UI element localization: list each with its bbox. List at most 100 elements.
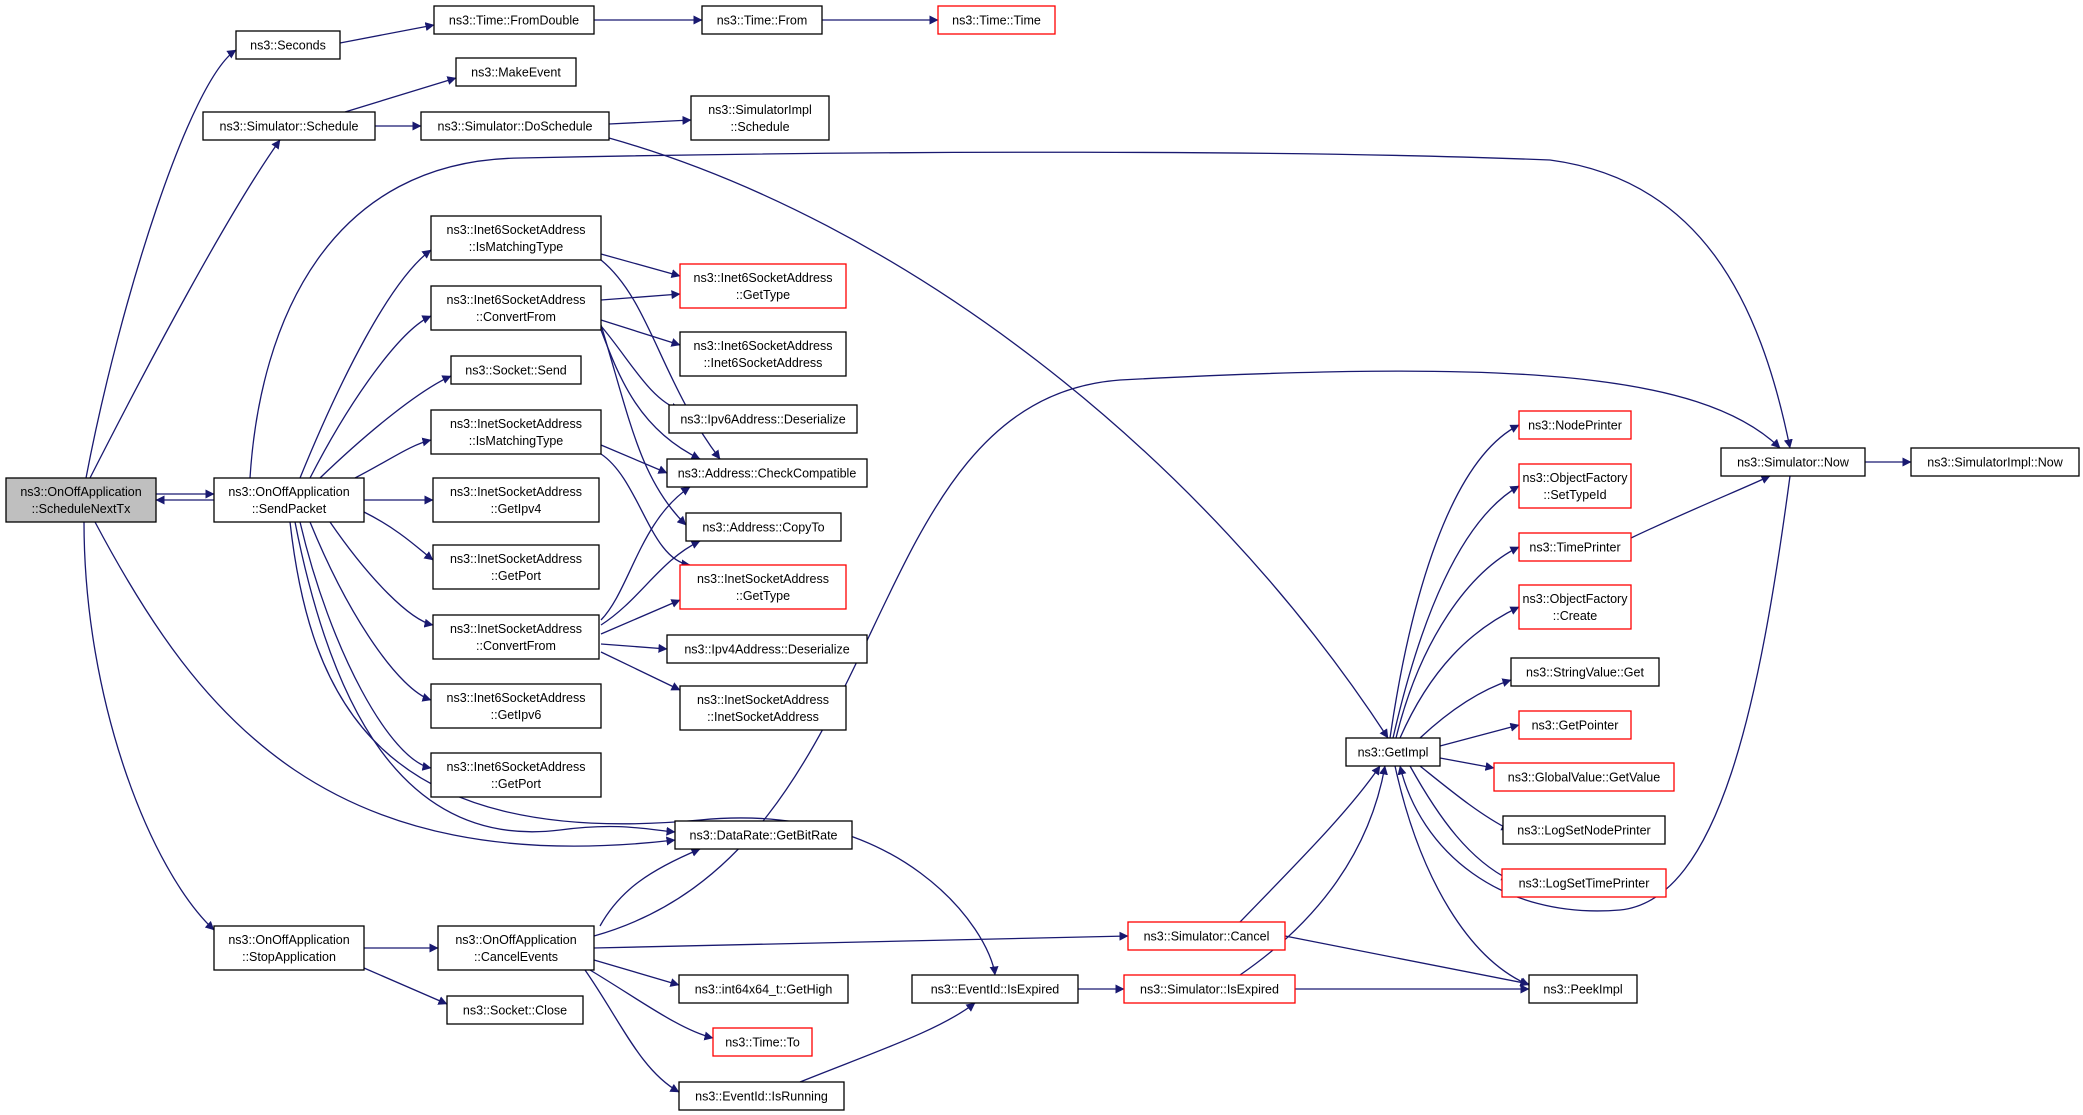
node-i6GetType[interactable]: ns3::Inet6SocketAddress::GetType	[679, 263, 847, 309]
node-box	[432, 614, 600, 660]
node-label: ns3::GlobalValue::GetValue	[1508, 771, 1660, 785]
edge-sendPacket-to-iGetPort	[363, 511, 434, 561]
edge-cancelEvents-to-getHigh	[593, 959, 680, 987]
node-box	[430, 409, 602, 455]
node-getHigh[interactable]: ns3::int64x64_t::GetHigh	[678, 974, 849, 1004]
node-label: ::GetType	[736, 589, 790, 603]
node-fromDouble[interactable]: ns3::Time::FromDouble	[433, 5, 595, 35]
node-label: ns3::SimulatorImpl	[708, 103, 812, 117]
node-ofSetTypeId[interactable]: ns3::ObjectFactory::SetTypeId	[1518, 463, 1632, 509]
node-i6ConvertFrom[interactable]: ns3::Inet6SocketAddress::ConvertFrom	[430, 285, 602, 331]
node-i6GetIpv6[interactable]: ns3::Inet6SocketAddress::GetIpv6	[430, 683, 602, 729]
node-getBitRate[interactable]: ns3::DataRate::GetBitRate	[674, 820, 853, 850]
node-checkCompat[interactable]: ns3::Address::CheckCompatible	[666, 458, 868, 488]
node-iIsMatching[interactable]: ns3::InetSocketAddress::IsMatchingType	[430, 409, 602, 455]
node-timePrinter[interactable]: ns3::TimePrinter	[1518, 532, 1632, 562]
node-label: ::CancelEvents	[474, 950, 558, 964]
node-iConvertFrom[interactable]: ns3::InetSocketAddress::ConvertFrom	[432, 614, 600, 660]
node-timeTime[interactable]: ns3::Time::Time	[937, 5, 1056, 35]
node-schedNextTx[interactable]: ns3::OnOffApplication::ScheduleNextTx	[5, 477, 157, 523]
node-box	[678, 974, 849, 1004]
node-label: ns3::InetSocketAddress	[450, 552, 582, 566]
node-label: ns3::PeekImpl	[1543, 983, 1622, 997]
node-implSchedule[interactable]: ns3::SimulatorImpl::Schedule	[690, 95, 830, 141]
node-implNow[interactable]: ns3::SimulatorImpl::Now	[1910, 447, 2080, 477]
node-label: ns3::OnOffApplication	[20, 485, 141, 499]
node-isRunning[interactable]: ns3::EventId::IsRunning	[678, 1081, 845, 1111]
edge-simIsExpired-to-getImpl	[1239, 765, 1388, 976]
edge-cancelEvents-to-getBitRate	[599, 848, 701, 927]
edge-getImpl-to-logSetNode	[1419, 765, 1511, 831]
node-label: ns3::Inet6SocketAddress	[447, 293, 586, 307]
node-globalGetValue[interactable]: ns3::GlobalValue::GetValue	[1493, 762, 1675, 792]
node-label: ::ConvertFrom	[476, 310, 556, 324]
edge-getImpl-to-nodePrinter	[1389, 424, 1520, 739]
node-iGetPort[interactable]: ns3::InetSocketAddress::GetPort	[432, 544, 600, 590]
node-i6GetPort[interactable]: ns3::Inet6SocketAddress::GetPort	[430, 752, 602, 798]
node-socketClose[interactable]: ns3::Socket::Close	[446, 995, 584, 1025]
node-nodePrinter[interactable]: ns3::NodePrinter	[1518, 410, 1632, 440]
node-simNow[interactable]: ns3::Simulator::Now	[1720, 447, 1866, 477]
node-label: ns3::StringValue::Get	[1526, 666, 1644, 680]
node-seconds[interactable]: ns3::Seconds	[235, 30, 341, 60]
node-makeEvent[interactable]: ns3::MakeEvent	[455, 57, 577, 87]
node-i6Ctor[interactable]: ns3::Inet6SocketAddress::Inet6SocketAddr…	[679, 331, 847, 377]
node-box	[1493, 762, 1675, 792]
node-cancelEvents[interactable]: ns3::OnOffApplication::CancelEvents	[437, 925, 595, 971]
node-logSetNode[interactable]: ns3::LogSetNodePrinter	[1502, 815, 1666, 845]
node-timeTo[interactable]: ns3::Time::To	[712, 1027, 813, 1057]
node-ipv4Deser[interactable]: ns3::Ipv4Address::Deserialize	[666, 634, 868, 664]
node-peekImpl[interactable]: ns3::PeekImpl	[1528, 974, 1638, 1004]
node-logSetTime[interactable]: ns3::LogSetTimePrinter	[1501, 868, 1667, 898]
node-box	[455, 57, 577, 87]
edge-getImpl-to-timePrinter	[1395, 546, 1520, 739]
node-stringGet[interactable]: ns3::StringValue::Get	[1510, 657, 1660, 687]
node-label: ns3::Simulator::Schedule	[220, 120, 359, 134]
node-ofCreate[interactable]: ns3::ObjectFactory::Create	[1518, 584, 1632, 630]
edge-iIsMatching-to-iGetType	[600, 453, 691, 569]
node-i6IsMatching[interactable]: ns3::Inet6SocketAddress::IsMatchingType	[430, 215, 602, 261]
node-label: ns3::int64x64_t::GetHigh	[695, 983, 833, 997]
node-simIsExpired[interactable]: ns3::Simulator::IsExpired	[1123, 974, 1296, 1004]
edge-getImpl-to-stringGet	[1419, 678, 1512, 739]
node-timeFrom[interactable]: ns3::Time::From	[701, 5, 823, 35]
edge-sendPacket-to-isExpired	[289, 521, 999, 976]
edge-getImpl-to-ofSetTypeId	[1392, 485, 1520, 739]
node-sendPacket[interactable]: ns3::OnOffApplication::SendPacket	[213, 477, 365, 523]
node-label: ::GetType	[736, 288, 790, 302]
node-simCancel[interactable]: ns3::Simulator::Cancel	[1127, 921, 1286, 951]
node-copyTo[interactable]: ns3::Address::CopyTo	[685, 512, 842, 542]
node-getImpl[interactable]: ns3::GetImpl	[1345, 737, 1441, 767]
node-doSchedule[interactable]: ns3::Simulator::DoSchedule	[420, 111, 610, 141]
node-label: ns3::Time::Time	[952, 14, 1041, 28]
edge-iConvertFrom-to-iGetType	[600, 599, 681, 635]
node-box	[1123, 974, 1296, 1004]
edge-sendPacket-to-i6ConvertFrom	[309, 315, 432, 479]
node-isExpired[interactable]: ns3::EventId::IsExpired	[911, 974, 1079, 1004]
node-stopApp[interactable]: ns3::OnOffApplication::StopApplication	[213, 925, 365, 971]
node-label: ns3::Time::FromDouble	[449, 14, 579, 28]
edge-i6ConvertFrom-to-ipv6Deser	[600, 325, 681, 412]
node-socketSend[interactable]: ns3::Socket::Send	[450, 355, 582, 385]
edge-sendPacket-to-i6GetIpv6	[309, 521, 432, 702]
node-label: ::GetIpv4	[491, 502, 542, 516]
node-box	[678, 1081, 845, 1111]
node-box	[202, 111, 376, 141]
node-simSchedule[interactable]: ns3::Simulator::Schedule	[202, 111, 376, 141]
node-box	[430, 752, 602, 798]
node-iGetIpv4[interactable]: ns3::InetSocketAddress::GetIpv4	[432, 477, 600, 523]
call-edges	[83, 15, 1912, 1093]
node-label: ns3::Inet6SocketAddress	[447, 760, 586, 774]
node-box	[5, 477, 157, 523]
edge-sendPacket-to-iConvertFrom	[329, 521, 434, 628]
node-box	[437, 925, 595, 971]
node-getPointer[interactable]: ns3::GetPointer	[1518, 710, 1632, 740]
node-label: ::ScheduleNextTx	[32, 502, 131, 516]
node-box	[911, 974, 1079, 1004]
node-box	[679, 263, 847, 309]
node-box	[1501, 868, 1667, 898]
node-iGetType[interactable]: ns3::InetSocketAddress::GetType	[679, 564, 847, 610]
node-ipv6Deser[interactable]: ns3::Ipv6Address::Deserialize	[668, 404, 858, 434]
node-iCtor[interactable]: ns3::InetSocketAddress::InetSocketAddres…	[679, 685, 847, 731]
